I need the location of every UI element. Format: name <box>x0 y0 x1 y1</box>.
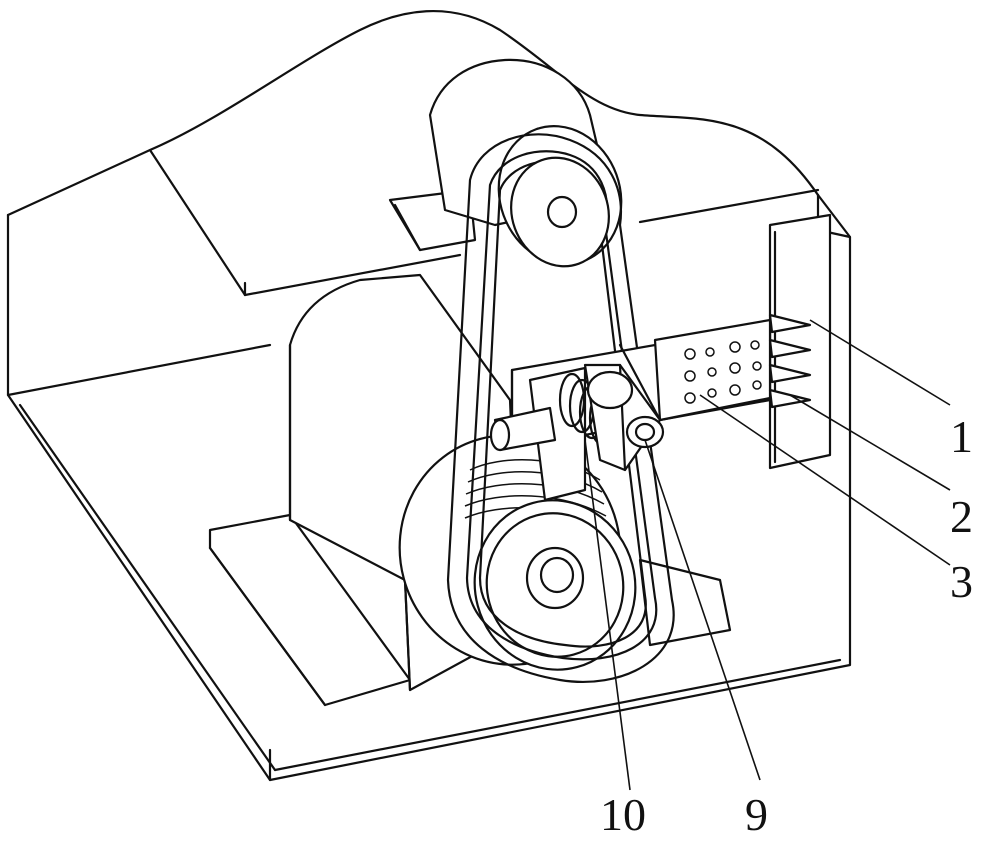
callout-1: 1 <box>950 411 973 462</box>
callout-10: 10 <box>600 789 646 837</box>
tensioner-assembly <box>489 313 812 502</box>
rack-teeth <box>768 313 812 409</box>
bolt-holes <box>684 340 762 404</box>
leader-lines <box>584 319 951 791</box>
callout-labels: 1 2 3 10 9 <box>600 411 973 840</box>
callout-2: 2 <box>950 491 973 542</box>
callout-9: 9 <box>745 789 768 837</box>
callout-3: 3 <box>950 556 973 607</box>
upper-pulley <box>510 156 610 268</box>
housing-frame <box>6 9 852 782</box>
